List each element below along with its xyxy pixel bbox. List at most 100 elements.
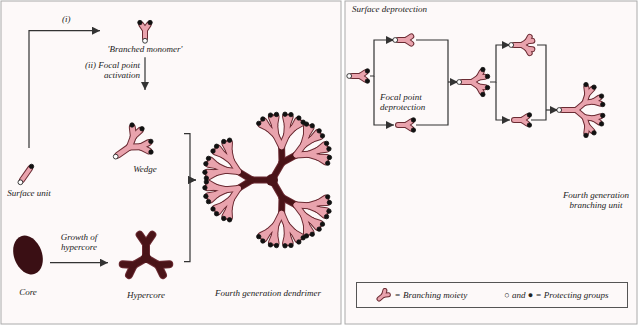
protecting-group: [485, 85, 489, 89]
dendrimer-node: Fourth generation dendrimer: [196, 92, 340, 301]
step-label: Growth of hypercore: [50, 232, 108, 253]
focal-group: [18, 180, 23, 185]
protecting-group: [317, 227, 321, 231]
protecting-group: [214, 144, 218, 148]
branch-outline: [287, 117, 290, 125]
merge-line: [537, 45, 546, 110]
branch-fill: [306, 128, 310, 135]
legend-item: ○ and ● = Protecting groups: [504, 290, 608, 300]
branching-moiety-sample: [379, 291, 388, 299]
focal-group: [113, 154, 118, 159]
branch-outline: [225, 209, 229, 216]
protecting-group: [261, 239, 265, 243]
branch-outline: [208, 184, 216, 191]
branch-fill: [123, 261, 134, 268]
protecting-group: [206, 199, 210, 203]
merge-line: [531, 110, 546, 120]
branch-outline: [141, 147, 149, 151]
process-arrow: [490, 45, 510, 82]
branch-outline: [527, 46, 532, 53]
protecting-group: [301, 236, 305, 240]
branch-outline: [208, 194, 216, 195]
protecting-group: [365, 79, 369, 83]
branch-fill: [215, 205, 223, 208]
protecting-group: [289, 243, 293, 247]
surface-unit-node: Surface unit: [4, 148, 54, 201]
protecting-group: [527, 113, 531, 117]
branch-fill: [271, 235, 274, 243]
branch-fill: [304, 225, 309, 233]
protecting-group: [599, 94, 603, 98]
surface-unit: [18, 164, 34, 184]
step-label: (ii) Focal point activation: [58, 60, 140, 81]
branch-outline: [406, 40, 411, 44]
protecting-group: [317, 129, 321, 133]
protecting-group: [601, 102, 605, 106]
branch-outline: [146, 235, 152, 244]
branch-fill: [479, 87, 482, 93]
protecting-group: [365, 69, 369, 73]
branch-fill: [587, 89, 592, 94]
branch-fill: [294, 123, 301, 127]
reaction-arrow: [184, 180, 196, 262]
branch-fill: [208, 170, 216, 175]
branch-fill: [133, 131, 140, 137]
node-caption: Fourth generation branching unit: [556, 190, 636, 211]
start-unit: [347, 69, 370, 84]
protecting-group: [601, 113, 605, 117]
core-hub: [141, 253, 151, 263]
branch-fill: [261, 232, 268, 236]
protecting-group: [411, 128, 415, 132]
protecting-group: [283, 112, 287, 116]
branch-outline: [271, 235, 274, 243]
protecting-group: [481, 92, 485, 96]
surface-deprotected-unit: [393, 36, 411, 43]
branched-monomer: [138, 20, 153, 43]
branch-fill: [287, 117, 290, 125]
process-arrow: [370, 40, 394, 76]
node-caption: Fourth generation dendrimer: [196, 288, 340, 298]
branch-outline: [22, 169, 30, 180]
protecting-group: [29, 164, 33, 168]
branch-fill: [522, 120, 527, 124]
branch-outline: [527, 49, 529, 54]
branch-outline: [145, 25, 149, 30]
protecting-group: [289, 112, 293, 116]
branch-outline: [275, 117, 276, 125]
branch-fill: [218, 148, 223, 155]
protecting-group: [325, 161, 329, 165]
branch-fill: [319, 200, 327, 205]
protecting-group: [324, 141, 328, 145]
branch-fill: [527, 39, 532, 44]
protecting-group: [297, 240, 301, 244]
branch-fill: [562, 108, 576, 112]
right-panel: [345, 1, 637, 324]
wedge: [113, 123, 153, 159]
legend-text: = Branching moiety: [395, 290, 468, 300]
hypercore: [123, 235, 170, 275]
protecting-group: [130, 123, 134, 127]
focal-group: [393, 38, 398, 43]
protecting-group: [211, 207, 215, 211]
step-label: (i): [62, 14, 92, 24]
reaction-arrow: [50, 262, 108, 263]
legend-box: = Branching moiety ○ and ● = Protecting g…: [356, 282, 628, 308]
branch-fill: [225, 209, 229, 216]
branch-fill: [209, 183, 216, 187]
focal-group: [557, 108, 562, 113]
protecting-group: [283, 244, 287, 248]
branch-outline: [522, 120, 527, 124]
reaction-arrow: [29, 31, 100, 148]
protecting-group: [204, 162, 208, 166]
protecting-group: [203, 170, 207, 174]
protecting-group: [268, 113, 272, 117]
branch-fill: [319, 157, 326, 161]
branch-outline: [226, 143, 233, 151]
branch-outline: [209, 183, 216, 187]
protecting-group: [222, 216, 226, 220]
branch-outline: [312, 137, 320, 139]
protecting-group: [138, 20, 142, 24]
protecting-group: [206, 156, 210, 160]
branch-outline: [319, 154, 327, 161]
